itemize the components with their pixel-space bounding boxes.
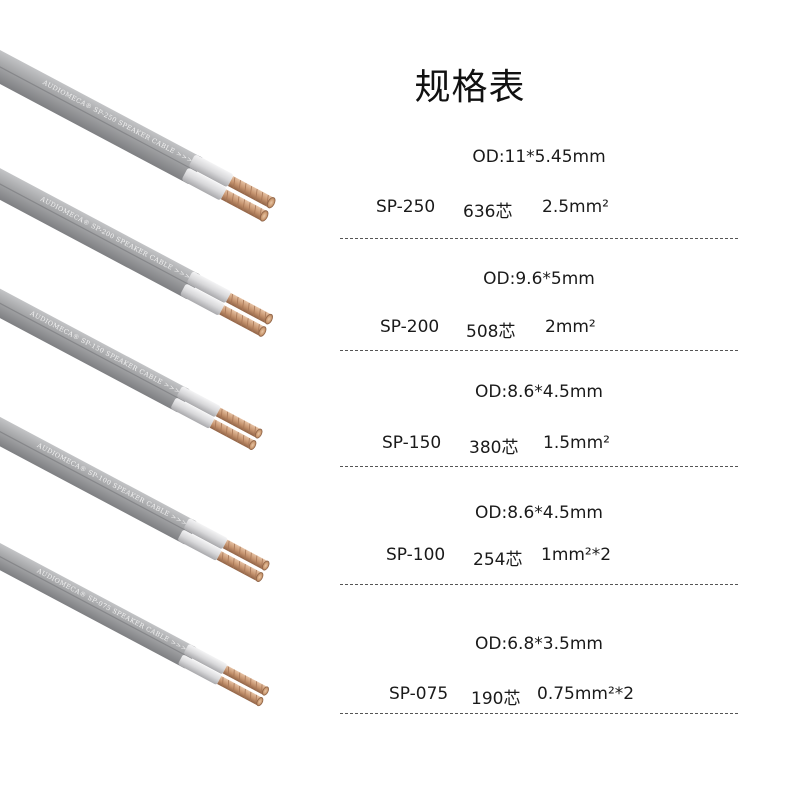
spec-outer-diameter: OD:9.6*5mm — [483, 269, 595, 289]
cable-conductor-bottom — [178, 530, 264, 582]
cable-print-text: AUDIOMECA® SP-100 SPEAKER CABLE >>>>> — [35, 441, 199, 533]
spec-core-count: 380芯 — [469, 438, 519, 458]
spec-cross-section: 1.5mm² — [543, 433, 610, 453]
cable-print-text: AUDIOMECA® SP-200 SPEAKER CABLE >>>>> — [38, 194, 202, 286]
spec-core-count: 254芯 — [473, 550, 523, 570]
cable-print-text: AUDIOMECA® SP-250 SPEAKER CABLE >>>>> — [40, 78, 204, 170]
spec-outer-diameter: OD:8.6*4.5mm — [475, 382, 603, 402]
cable-conductor-bottom — [178, 655, 264, 707]
cable-print-text: AUDIOMECA® SP-075 SPEAKER CABLE >>>>> — [35, 566, 199, 658]
spec-model: SP-075 — [389, 684, 449, 704]
spec-model: SP-200 — [380, 317, 440, 337]
spec-cross-section: 1mm²*2 — [541, 545, 612, 565]
spec-core-count: 190芯 — [471, 689, 521, 709]
spec-core-count: 508芯 — [466, 322, 516, 342]
spec-cross-section: 2mm² — [545, 317, 596, 337]
cable-conductor-bottom — [171, 398, 257, 450]
spec-outer-diameter: OD:6.8*3.5mm — [475, 634, 603, 654]
spec-outer-diameter: OD:11*5.45mm — [472, 147, 606, 167]
spec-cross-section: 0.75mm²*2 — [537, 684, 635, 704]
cable-conductor-top — [184, 518, 270, 571]
spec-model: SP-250 — [376, 197, 436, 217]
page-title: 规格表 — [414, 67, 526, 108]
dashed-divider — [340, 584, 738, 585]
spec-model: SP-100 — [386, 545, 446, 565]
dashed-divider — [340, 350, 738, 351]
spec-outer-diameter: OD:8.6*4.5mm — [475, 503, 603, 523]
cable-conductor-top — [184, 644, 269, 696]
dashed-divider — [340, 713, 738, 714]
dashed-divider — [340, 466, 738, 467]
cable-print-text: AUDIOMECA® SP-150 SPEAKER CABLE >>>>> — [28, 309, 192, 401]
spec-cross-section: 2.5mm² — [542, 197, 609, 217]
dashed-divider — [340, 238, 738, 239]
cable-conductor-top — [189, 155, 276, 209]
cable-conductor-top — [177, 386, 263, 439]
cable-conductor-bottom — [182, 168, 269, 222]
cable-conductor-bottom — [180, 284, 267, 337]
spec-model: SP-150 — [382, 433, 442, 453]
cable-conductor-top — [187, 271, 273, 325]
spec-core-count: 636芯 — [463, 202, 513, 222]
